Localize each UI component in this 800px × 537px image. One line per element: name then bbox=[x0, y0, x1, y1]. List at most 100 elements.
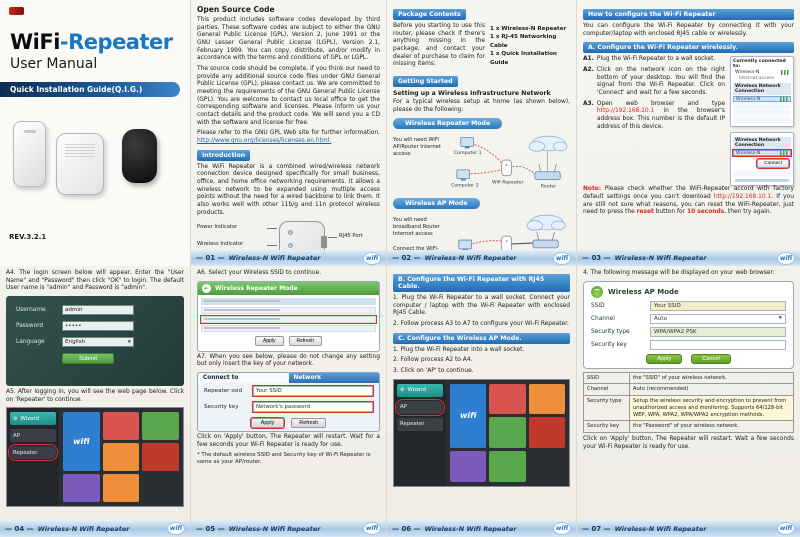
network-list-item[interactable] bbox=[733, 110, 791, 117]
tile-orange[interactable] bbox=[102, 443, 140, 472]
apply-button[interactable]: Apply bbox=[254, 335, 284, 346]
sidebar-item-wizard[interactable]: ⚙Wizard bbox=[10, 412, 56, 426]
tile-orange-2[interactable] bbox=[102, 474, 140, 503]
tile-red[interactable] bbox=[489, 383, 526, 415]
device-ip-link[interactable]: http://192.168.10.1 bbox=[713, 194, 772, 201]
computer1-label: Computer 1 bbox=[454, 151, 482, 157]
page-number: 03 bbox=[582, 254, 611, 262]
gear-icon: ⚙ bbox=[13, 415, 18, 422]
apply-button[interactable]: Apply bbox=[249, 417, 286, 430]
wifi-logo: wifi bbox=[363, 522, 381, 535]
repeater-photo-large bbox=[56, 133, 104, 195]
step-a2: A2.Click on the network icon on the righ… bbox=[583, 67, 725, 97]
password-label: Password bbox=[16, 323, 44, 330]
panel-ap-mode-settings: 4. The following message will be display… bbox=[577, 266, 800, 520]
channel-select[interactable]: Auto▼ bbox=[650, 313, 786, 324]
wifi-logo-tile[interactable]: wifi bbox=[63, 412, 100, 472]
footer-label: Wireless-N Wifi Repeater bbox=[37, 524, 130, 533]
panel-open-source: Open Source Code This product includes s… bbox=[191, 0, 386, 250]
tile-purple[interactable] bbox=[450, 451, 487, 482]
wifi-logo: wifi bbox=[553, 522, 571, 535]
sidebar-item-ap[interactable]: AP bbox=[395, 398, 445, 416]
repeater-mode-diagram: You will need WiFi AP/Router Internet ac… bbox=[393, 132, 570, 194]
page-footer-01: 01 Wireless-N Wifi Repeater wifi bbox=[191, 250, 386, 266]
tile-red[interactable] bbox=[102, 412, 140, 441]
signal-bars-icon bbox=[781, 70, 789, 76]
windows-network-flyout: Currently connected to: Wireless-N Inter… bbox=[730, 56, 794, 128]
security-type-label: Security type bbox=[591, 328, 630, 335]
sidebar-item-ap[interactable]: AP bbox=[10, 429, 56, 443]
tile-crimson[interactable] bbox=[528, 417, 565, 449]
router-label: Router bbox=[541, 184, 557, 190]
repeater-ssid-field[interactable]: Your SSID bbox=[252, 385, 374, 398]
step-a4-text: A4. The login screen below will appear. … bbox=[6, 270, 184, 292]
wireless-connection-header: Wireless Network Connection bbox=[733, 83, 791, 96]
internet-access-label: Internet access bbox=[739, 76, 775, 82]
username-field[interactable] bbox=[62, 305, 134, 316]
tile-purple[interactable] bbox=[63, 474, 100, 503]
ssid-row[interactable] bbox=[201, 324, 376, 332]
tile-crimson[interactable] bbox=[142, 443, 179, 472]
network-center-link[interactable] bbox=[735, 179, 789, 183]
tile-green[interactable] bbox=[142, 412, 179, 441]
windows-network-flyout-connect: Wireless Network Connection Wireless-N C… bbox=[730, 132, 794, 187]
network-list-item[interactable] bbox=[733, 171, 791, 178]
network-list-item[interactable] bbox=[733, 117, 791, 124]
ssid-row-selected[interactable] bbox=[200, 314, 377, 324]
cancel-button[interactable]: Cancel bbox=[691, 353, 731, 364]
username-label: Username bbox=[16, 307, 46, 314]
tile-green-2[interactable] bbox=[489, 451, 526, 482]
repeater-illustration bbox=[279, 221, 327, 250]
wifi-logo-tile[interactable]: wifi bbox=[450, 383, 487, 449]
language-select[interactable]: English▼ bbox=[62, 337, 134, 348]
security-key-field[interactable] bbox=[650, 339, 786, 350]
refresh-button[interactable]: Refresh bbox=[291, 418, 327, 429]
sidebar-item-repeater[interactable]: Repeater bbox=[397, 417, 443, 431]
ssid-field[interactable]: Your SSID bbox=[650, 300, 786, 311]
password-field[interactable] bbox=[62, 321, 134, 332]
manual-subtitle: User Manual bbox=[10, 56, 98, 72]
security-key-label: Security key bbox=[204, 404, 239, 411]
step-a7-text: A7. When you see below, please do not ch… bbox=[197, 353, 380, 368]
repeater-ssid-label: Repeater ssid bbox=[204, 388, 243, 395]
introduction-header: Introduction bbox=[197, 149, 251, 161]
ap-mode-network-svg: Wifi Repeater Router bbox=[458, 215, 566, 250]
back-arrow-icon[interactable]: ← bbox=[202, 283, 211, 293]
repeater-mode-need-text: You will need WiFi AP/Router Internet ac… bbox=[393, 137, 441, 157]
security-key-field[interactable]: Network's password bbox=[252, 401, 374, 414]
ssid-row[interactable] bbox=[201, 306, 376, 314]
footer-label: Wireless-N Wifi Repeater bbox=[424, 524, 517, 533]
page-footer-07: 07 Wireless-N Wifi Repeater wifi bbox=[577, 520, 800, 537]
device-ip-link[interactable]: http://192.168.10.1 bbox=[596, 108, 655, 115]
repeater-mode-screenshot: ← Wireless Repeater Mode Apply Refresh bbox=[197, 280, 380, 352]
page-number: 04 bbox=[5, 525, 34, 533]
footer-label: Wireless-N Wifi Repeater bbox=[228, 524, 321, 533]
security-type-field[interactable]: WPA/WPA2 PSK bbox=[650, 326, 786, 337]
network-list-item-selected[interactable]: Wireless-N bbox=[733, 96, 791, 103]
wifi-circle-icon bbox=[591, 285, 603, 298]
webui-screenshot-repeater: ⚙Wizard AP Repeater wifi bbox=[6, 407, 184, 508]
step-a1: A1.Plug the Wi-Fi Repeater to a wall soc… bbox=[583, 56, 716, 63]
sidebar-item-repeater[interactable]: Repeater bbox=[8, 444, 58, 462]
ap-mode-title-row: Wireless AP Mode bbox=[591, 285, 786, 298]
package-item: 1 x Quick Installation Guide bbox=[490, 51, 557, 66]
tile-orange[interactable] bbox=[528, 383, 565, 415]
connect-button[interactable]: Connect bbox=[756, 158, 790, 170]
gnu-gpl-link[interactable]: http://www.gnu.org/licenses/licenses.en.… bbox=[197, 138, 332, 145]
apply-button[interactable]: Apply bbox=[646, 353, 683, 364]
label-wireless-indicator: Wireless Indicator bbox=[197, 241, 277, 247]
page-footer-04: 04 Wireless-N Wifi Repeater wifi bbox=[0, 520, 190, 537]
page-number: 07 bbox=[582, 525, 611, 533]
refresh-button[interactable]: Refresh bbox=[288, 335, 323, 346]
channel-label: Channel bbox=[591, 315, 615, 322]
sidebar-item-wizard[interactable]: ⚙Wizard bbox=[397, 383, 443, 397]
open-source-p2: The source code should be complete, if y… bbox=[197, 66, 380, 126]
section-b-header: B. Configure the Wi-Fi Repeater with RJ4… bbox=[393, 274, 570, 292]
brand-logo bbox=[9, 7, 24, 15]
network-list-item[interactable] bbox=[733, 103, 791, 110]
network-list-item-highlighted[interactable]: Wireless-N bbox=[732, 149, 792, 158]
tile-green[interactable] bbox=[489, 417, 526, 449]
submit-button[interactable]: Submit bbox=[62, 353, 114, 365]
